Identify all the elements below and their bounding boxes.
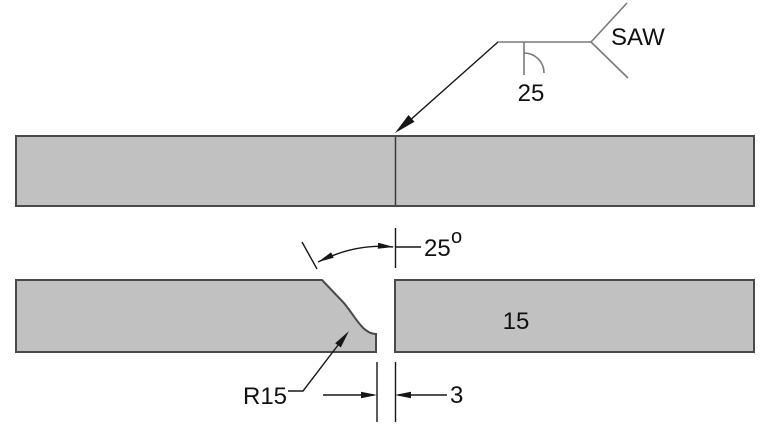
angle-arrowhead-left-icon [318, 252, 334, 262]
leader-line [398, 41, 499, 131]
groove-depth-label: 25 [518, 80, 545, 107]
root-gap-label: 3 [450, 382, 463, 409]
radius-leader-line [288, 335, 346, 392]
process-label: SAW [611, 24, 665, 51]
gap-arrowhead-left-icon [361, 391, 377, 399]
radius-arrowhead-icon [335, 331, 349, 348]
bevel-extension-line [301, 241, 318, 270]
bevel-angle-dimension: 25 o [301, 226, 462, 270]
radius-label: R15 [243, 383, 287, 410]
gap-arrowhead-right-icon [395, 391, 411, 399]
angle-arrowhead-right-icon [377, 242, 394, 249]
j-groove-symbol-arc [523, 52, 545, 74]
thickness-label: 15 [503, 308, 530, 335]
tail-upper-line [590, 2, 628, 43]
tail-lower-line [590, 41, 629, 79]
leader-arrowhead-icon [395, 115, 415, 133]
radius-callout: R15 [243, 331, 349, 410]
top-view [15, 135, 755, 207]
top-view-plates [15, 135, 755, 207]
bevel-angle-degree-mark: o [451, 226, 462, 248]
bevel-angle-label: 25 [424, 235, 451, 262]
section-view: 15 25 o R15 [15, 226, 755, 422]
root-gap-dimension: 3 [323, 362, 463, 422]
right-plate [394, 279, 755, 353]
left-plate-beveled [15, 279, 377, 353]
welding-symbol: SAW 25 [395, 2, 665, 133]
